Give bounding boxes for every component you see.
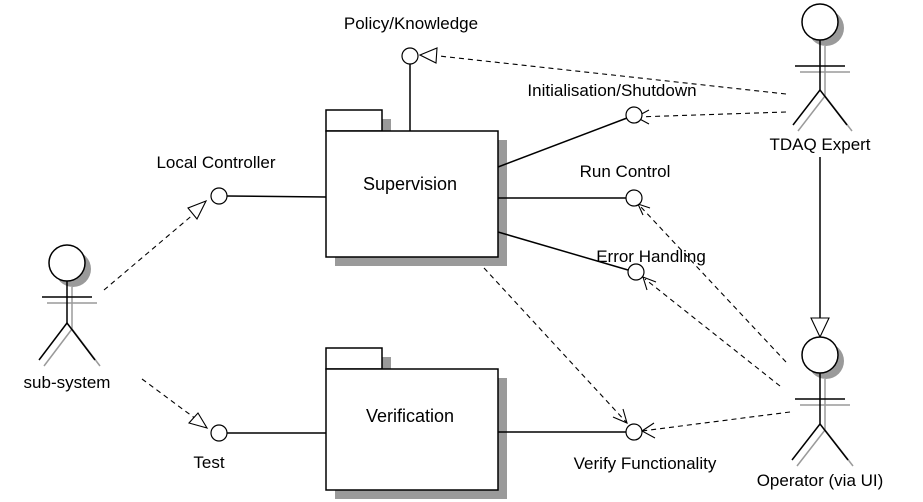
supervision-package-title: Supervision [363,174,457,194]
supervision-package: Supervision [325,109,507,266]
tdaq-expert-head [801,3,839,41]
realization-arrowhead-local-controller [187,199,208,221]
init-shutdown-label: Initialisation/Shutdown [527,81,696,100]
dependency-arrowhead-error-handling [642,276,657,291]
init-shutdown-link [497,117,628,168]
test-interface [210,424,228,442]
error-handling-link [497,231,629,271]
tdaq-expert-label: TDAQ Expert [769,135,870,154]
local-controller-label: Local Controller [156,153,275,172]
operator-verify-dependency [641,411,791,432]
operator-error-handling-dependency [644,278,781,387]
expert-policy-dependency [438,55,787,95]
error-handling-label: Error Handling [596,247,706,266]
run-control-interface [625,189,643,207]
dependency-arrowhead-verify-supervision [612,408,628,424]
realization-arrowhead-policy [418,47,438,64]
test-label: Test [193,453,224,472]
operator-run-control-dependency [639,205,787,363]
error-handling-interface [627,263,645,281]
supervision-verify-dependency [483,267,628,424]
operator-label: Operator (via UI) [757,471,884,490]
tdaq-expert-actor [792,3,853,132]
expert-init-dependency [635,111,787,118]
verify-functionality-interface [625,423,643,441]
sub-system-head [48,244,86,282]
verify-functionality-label: Verify Functionality [574,454,717,473]
subsystem-local-controller-dependency [103,212,196,291]
local-controller-link [226,195,327,198]
operator-head [801,336,839,374]
policy-knowledge-interface [401,47,419,65]
realization-arrowhead-test [187,412,209,429]
generalization-arrowhead [810,317,830,339]
policy-knowledge-label: Policy/Knowledge [344,14,478,33]
subsystem-test-dependency [141,378,197,420]
sub-system-actor [38,244,101,367]
init-shutdown-interface [625,106,643,124]
local-controller-interface [210,187,228,205]
verification-package: Verification [325,347,507,499]
run-control-label: Run Control [580,162,671,181]
verification-package-title: Verification [366,406,454,426]
sub-system-label: sub-system [24,373,111,392]
operator-actor [791,336,854,467]
